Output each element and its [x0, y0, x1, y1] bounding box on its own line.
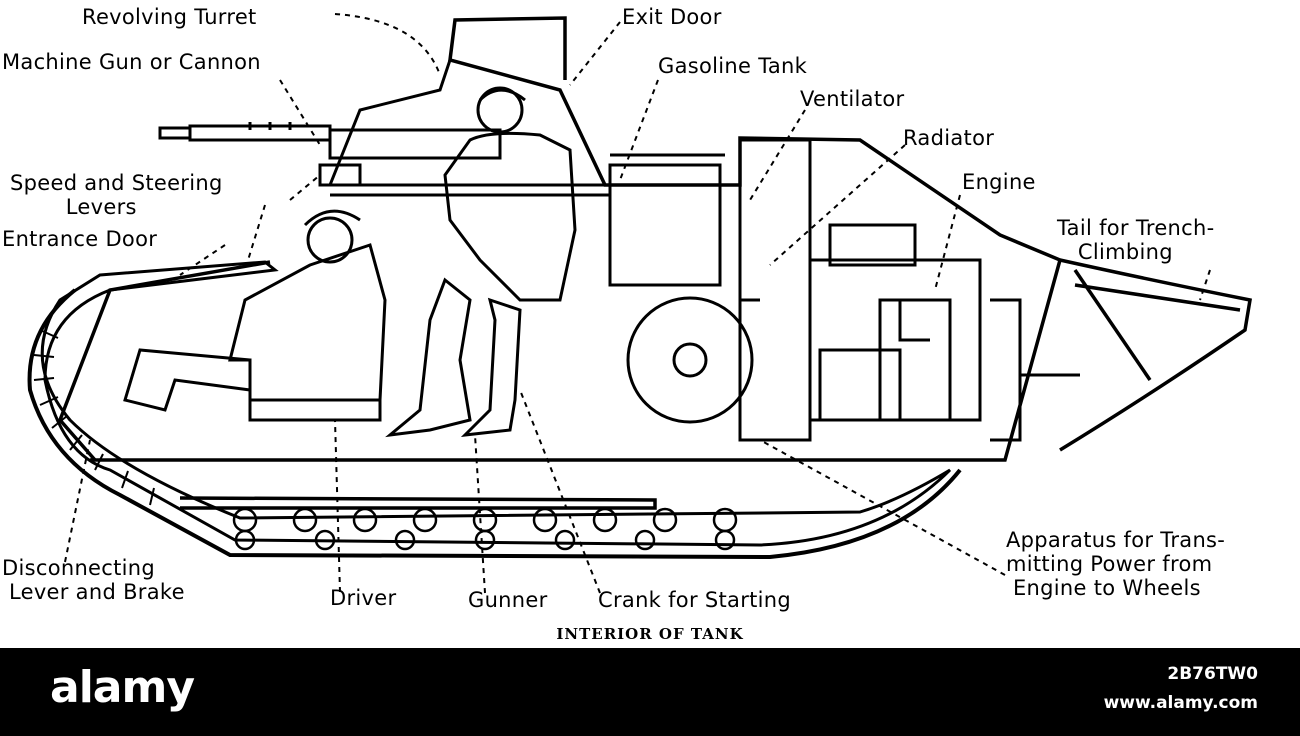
label-exit-door: Exit Door: [622, 5, 722, 29]
label-radiator: Radiator: [903, 126, 995, 150]
label-engine: Engine: [962, 170, 1036, 194]
label-gunner: Gunner: [468, 588, 548, 612]
turret: [318, 59, 612, 197]
leader-lines: [64, 13, 1211, 594]
machine-gun: [158, 122, 502, 160]
label-tail-trench-climbing: Tail for Trench- Climbing: [1057, 216, 1215, 264]
label-speed-steering: Speed and Steering Levers: [10, 171, 223, 219]
label-crank-for-starting: Crank for Starting: [598, 588, 792, 612]
label-revolving-turret: Revolving Turret: [82, 5, 257, 29]
driver-figure: [123, 209, 387, 422]
watermark-site: www.alamy.com: [1103, 693, 1258, 713]
label-entrance-door: Entrance Door: [2, 227, 158, 251]
engine-block: [608, 138, 1080, 442]
gunner-figure: [385, 86, 577, 438]
figure-caption: INTERIOR OF TANK: [556, 625, 744, 643]
label-gasoline-tank: Gasoline Tank: [658, 54, 808, 78]
tank-illustration: [27, 13, 1253, 594]
watermark-image-id: 2B76TW0: [1167, 664, 1258, 684]
label-ventilator: Ventilator: [800, 87, 905, 111]
label-driver: Driver: [330, 586, 397, 610]
watermark-bar: [0, 648, 1300, 736]
label-apparatus: Apparatus for Trans- mitting Power from …: [1006, 528, 1226, 600]
tank-track: [27, 260, 962, 560]
label-disconnecting-lever: Disconnecting Lever and Brake: [2, 556, 185, 604]
label-machine-gun: Machine Gun or Cannon: [2, 50, 261, 74]
diagram-stage: Revolving Turret Machine Gun or Cannon S…: [2, 5, 1253, 643]
watermark-logo: alamy: [50, 662, 195, 713]
